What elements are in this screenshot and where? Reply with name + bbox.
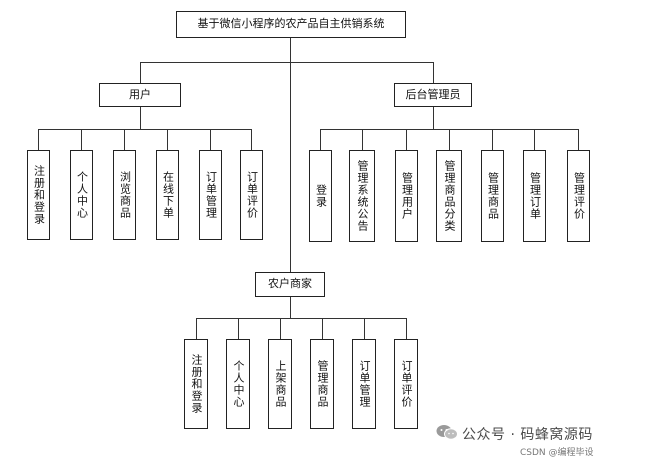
- connector: [449, 129, 450, 150]
- farmer-item-list-products: 上架商品: [268, 339, 292, 429]
- connector: [492, 129, 493, 150]
- connector: [38, 129, 39, 150]
- user-node: 用户: [99, 83, 181, 107]
- connector: [364, 318, 365, 339]
- user-item-profile: 个人中心: [70, 150, 93, 240]
- connector: [534, 129, 535, 150]
- farmer-node: 农户商家: [255, 272, 325, 297]
- user-item-place-order: 在线下单: [156, 150, 179, 240]
- watermark-source: CSDN @编程毕设: [520, 448, 594, 458]
- user-item-register-login: 注册和登录: [27, 150, 50, 240]
- admin-item-manage-reviews: 管理评价: [567, 150, 590, 242]
- connector: [251, 129, 252, 150]
- farmer-item-register-login: 注册和登录: [184, 339, 208, 429]
- connector: [320, 129, 321, 150]
- connector: [140, 62, 141, 83]
- farmer-item-order-review: 订单评价: [394, 339, 418, 429]
- admin-item-product-categories: 管理商品分类: [436, 150, 462, 242]
- wechat-icon: [436, 425, 458, 440]
- connector: [290, 297, 291, 318]
- connector: [196, 318, 406, 319]
- connector: [290, 37, 291, 282]
- user-item-order-review: 订单评价: [240, 150, 263, 240]
- root-node: 基于微信小程序的农产品自主供销系统: [176, 11, 406, 38]
- connector: [578, 129, 579, 150]
- connector: [433, 62, 434, 83]
- connector: [280, 318, 281, 339]
- admin-item-manage-products: 管理商品: [481, 150, 504, 242]
- connector: [433, 107, 434, 129]
- connector: [81, 129, 82, 150]
- connector: [167, 129, 168, 150]
- farmer-item-manage-products: 管理商品: [310, 339, 334, 429]
- admin-node: 后台管理员: [394, 83, 472, 107]
- connector: [406, 318, 407, 339]
- connector: [140, 62, 433, 63]
- admin-item-login: 登录: [309, 150, 332, 242]
- admin-item-manage-users: 管理用户: [395, 150, 418, 242]
- watermark-account: 公众号 · 码蜂窝源码: [462, 427, 593, 443]
- admin-item-manage-orders: 管理订单: [523, 150, 546, 242]
- connector: [362, 129, 363, 150]
- user-item-browse-products: 浏览商品: [113, 150, 136, 240]
- connector: [210, 129, 211, 150]
- connector: [196, 318, 197, 339]
- farmer-item-profile: 个人中心: [226, 339, 250, 429]
- farmer-item-order-management: 订单管理: [352, 339, 376, 429]
- connector: [140, 107, 141, 129]
- connector: [238, 318, 239, 339]
- admin-item-announcements: 管理系统公告: [349, 150, 375, 242]
- user-item-order-management: 订单管理: [199, 150, 222, 240]
- connector: [406, 129, 407, 150]
- connector: [124, 129, 125, 150]
- connector: [38, 129, 251, 130]
- connector: [322, 318, 323, 339]
